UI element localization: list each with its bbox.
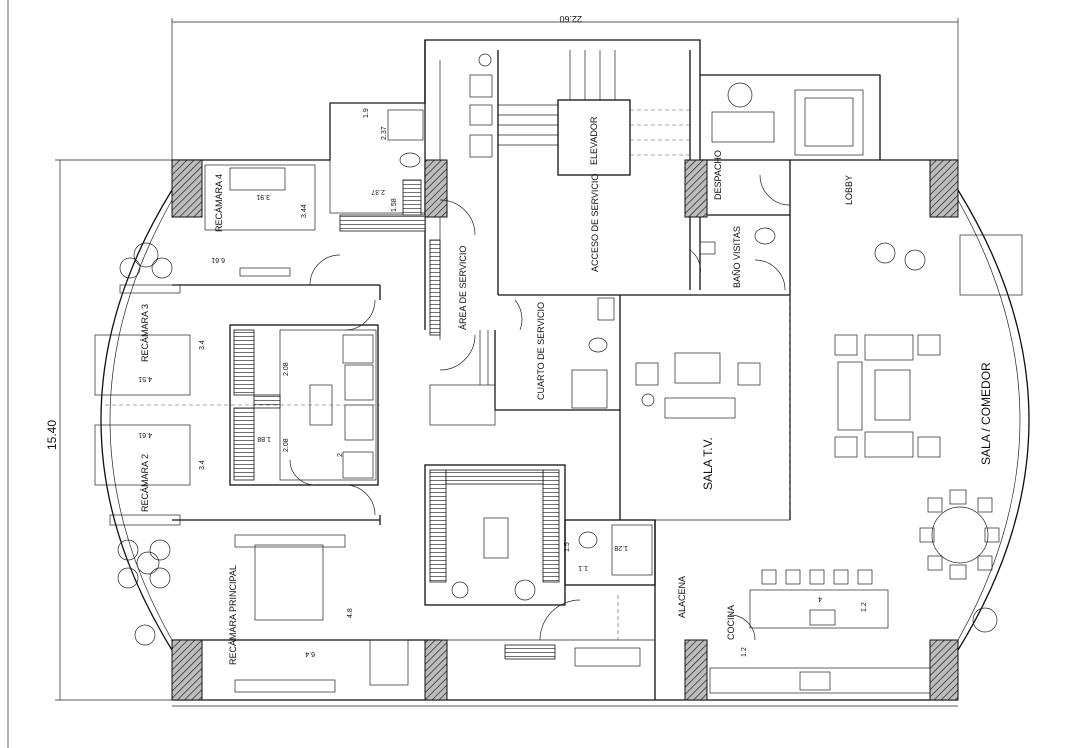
- left-curved-facade-inner: [109, 199, 173, 641]
- dim-r2-depth: 3.4: [199, 460, 206, 470]
- right-curved-facade-inner: [957, 199, 1021, 641]
- dim-r4-span: 6.61: [211, 256, 225, 263]
- round-items: [117, 53, 998, 646]
- dim-service-bath-c: 1.1: [578, 564, 588, 571]
- dim-overall-width: 22.60: [559, 14, 582, 24]
- furniture: [109, 89, 1023, 694]
- label-bano-visitas: BAÑO VISITAS: [732, 226, 742, 288]
- closets: [233, 179, 560, 660]
- left-curved-facade: [100, 189, 173, 651]
- staircase: [429, 50, 690, 426]
- dim-principal-depth: 4.8: [347, 608, 354, 618]
- label-recamara-principal: RECÁMARA PRINCIPAL: [228, 565, 238, 665]
- label-recamara-2: RECÁMARA 2: [140, 454, 150, 512]
- structural-columns: [171, 159, 959, 701]
- label-lobby: LOBBY: [844, 175, 854, 205]
- label-recamara-3: RECÁMARA 3: [140, 304, 150, 362]
- label-cuarto-servicio: CUARTO DE SERVICIO: [536, 302, 546, 400]
- dashed-guides: [105, 295, 791, 640]
- dim-central-bath-a: 2.08: [283, 362, 290, 376]
- dim-r3-width: 4.51: [138, 375, 152, 382]
- label-cocina: COCINA: [726, 605, 736, 640]
- label-sala-comedor: SALA / COMEDOR: [979, 362, 993, 465]
- label-area-servicio: ÁREA DE SERVICIO: [458, 246, 468, 330]
- dim-r4-depth: 3.44: [301, 204, 308, 218]
- label-despacho: DESPACHO: [713, 150, 723, 200]
- label-alacena: ALACENA: [677, 576, 687, 618]
- dim-service-bath-b: 1.28: [614, 544, 628, 551]
- dim-kitchen-island: 4: [818, 595, 822, 602]
- dim-overall-depth: 15.40: [45, 420, 59, 450]
- label-recamara-4: RECÁMARA 4: [214, 174, 224, 232]
- dim-r3-depth: 3.4: [199, 340, 206, 350]
- beds: [94, 164, 346, 621]
- right-curved-facade: [957, 189, 1030, 651]
- dim-bath-c: 2.37: [371, 188, 385, 195]
- dim-bath-a: 2.37: [381, 126, 388, 140]
- dim-central-bath-b: 2.08: [283, 438, 290, 452]
- dim-kitchen-depth: 1.2: [861, 602, 868, 612]
- label-acceso-servicio: ACCESO DE SERVICIO: [590, 174, 600, 272]
- dim-bath-b: 1.9: [363, 108, 370, 118]
- overall-width-dimension: [171, 18, 959, 160]
- dim-r2-width: 4.61: [138, 431, 152, 438]
- dim-r4-width: 3.91: [256, 193, 270, 200]
- dim-service-bath-a: 1.5: [564, 542, 571, 552]
- dim-principal-width: 6.4: [305, 650, 315, 657]
- overall-depth-dimension: [55, 159, 180, 701]
- dim-bath-d: 1.58: [391, 198, 398, 212]
- dim-central-bath-c: 1.88: [257, 435, 271, 442]
- label-elevador: ELEVADOR: [589, 116, 599, 165]
- dim-kitchen-aisle: 1.2: [741, 647, 748, 657]
- doors: [289, 174, 791, 641]
- dim-central-bath-d: 2: [337, 453, 344, 457]
- label-sala-tv: SALA T.V.: [701, 437, 715, 490]
